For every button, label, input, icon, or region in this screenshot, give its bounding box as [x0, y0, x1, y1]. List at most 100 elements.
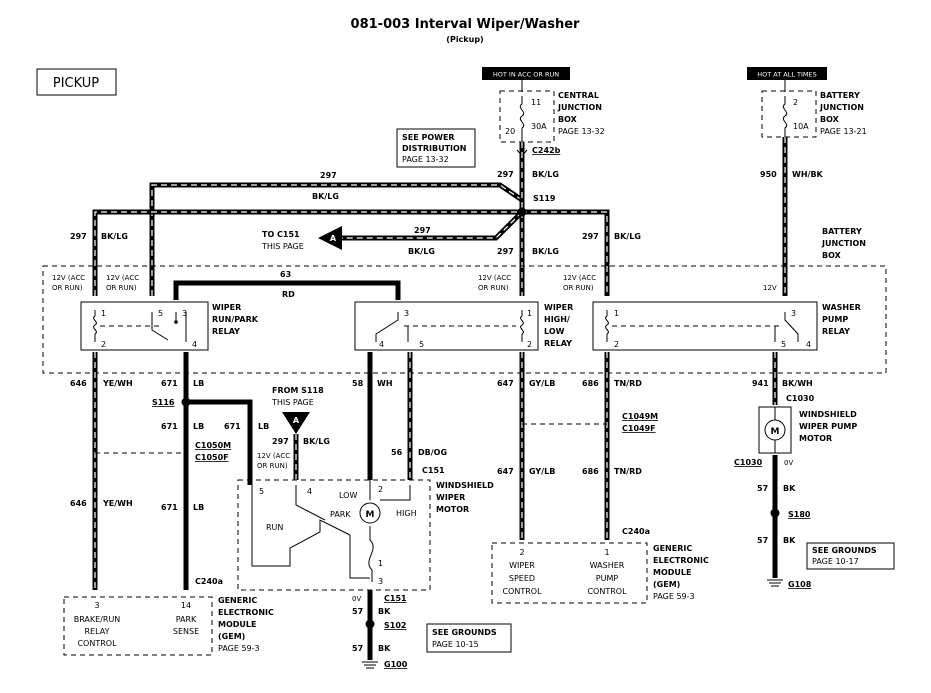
offpage-arrow-a-down-letter: A — [293, 416, 300, 425]
relay-pwr-a-2: 12V (ACC — [106, 274, 139, 282]
relay-high-low-l2: HIGH/ — [544, 315, 570, 324]
wire-gylb-label-1: GY/LB — [529, 379, 555, 388]
wire-63 — [173, 280, 401, 300]
relay-run-park-l3: RELAY — [212, 327, 240, 336]
gem-left-c1c: CONTROL — [77, 639, 117, 648]
c1030-label-bottom: C1030 — [734, 458, 763, 467]
bjb-fuse-label-1: BATTERY — [820, 91, 860, 100]
wiper-motor-l1: WINDSHIELD — [436, 481, 494, 490]
gem-right-c2a: WASHER — [590, 561, 625, 570]
gem-right-l4: (GEM) — [653, 580, 680, 589]
splice-s119: S119 — [533, 194, 556, 203]
wiper-motor-l3: MOTOR — [436, 505, 469, 514]
relay-high-low-l4: RELAY — [544, 339, 572, 348]
see-power-line1: SEE POWER — [402, 133, 455, 142]
relay-high-low-p1: 1 — [527, 309, 532, 318]
flag-hot-acc-run: HOT IN ACC OR RUN — [493, 71, 559, 79]
relay-washer-p3: 3 — [791, 309, 796, 318]
from-s118-line1: FROM S118 — [272, 386, 324, 395]
see-grounds-left-l2: PAGE 10-15 — [432, 640, 479, 649]
c151-label-bottom: C151 — [384, 594, 407, 603]
wire-ov-label-1: 0V — [352, 595, 361, 603]
relay-washer-p5: 5 — [781, 340, 786, 349]
wire-bk-label-2: BK — [378, 644, 391, 653]
wire-297-top-loop-stripe — [151, 184, 523, 296]
cjb-pin-top: 11 — [531, 98, 541, 107]
relay-run-park-p2: 2 — [101, 340, 106, 349]
see-grounds-left-box — [426, 623, 512, 653]
diagram-subtitle: (Pickup) — [446, 35, 483, 44]
wire-wh-label: WH — [377, 379, 393, 388]
wiper-motor-high: HIGH — [396, 509, 417, 518]
wire-tnrd-label-1: TN/RD — [614, 379, 642, 388]
see-grounds-left-l1: SEE GROUNDS — [432, 628, 497, 637]
wire-647-label-1: 647 — [497, 379, 514, 388]
offpage-arrow-a-left-letter: A — [330, 234, 337, 243]
washer-motor-l3: MOTOR — [799, 434, 832, 443]
ground-g108-icon — [767, 579, 783, 587]
see-power-page: PAGE 13-32 — [402, 155, 449, 164]
see-grounds-right-box — [806, 542, 895, 570]
bjb-fuse-page: PAGE 13-21 — [820, 127, 867, 136]
to-c151-line1: TO C151 — [262, 230, 300, 239]
relay-pwr-b-1: OR RUN) — [52, 284, 83, 292]
wiper-motor-l2: WIPER — [436, 493, 465, 502]
relay-pwr-b-3: OR RUN) — [478, 284, 509, 292]
gem-right-l2: ELECTRONIC — [653, 556, 709, 565]
washer-motor-l1: WINDSHIELD — [799, 410, 857, 419]
gem-right-pin1: 1 — [604, 548, 609, 557]
wire-297-to-c151-stripe — [340, 211, 523, 239]
wire-bklg-label-arrow: BK/LG — [408, 247, 435, 256]
gem-left-pin3: 3 — [94, 601, 99, 610]
wire-58-label: 58 — [352, 379, 364, 388]
wiper-motor-p5: 5 — [259, 487, 264, 496]
wire-671-label-3: 671 — [224, 422, 241, 431]
cjb-label-2: JUNCTION — [557, 103, 602, 112]
wire-671-label-1: 671 — [161, 379, 178, 388]
wire-950-label: 950 — [760, 170, 777, 179]
relay-run-park-l1: WIPER — [212, 303, 241, 312]
bjb-fuse-label-2: JUNCTION — [819, 103, 864, 112]
wire-941-label: 941 — [752, 379, 769, 388]
washer-motor-symbol — [764, 419, 786, 441]
cjb-fuse-rating: 30A — [531, 122, 547, 131]
bjb-box-line2: JUNCTION — [821, 239, 866, 248]
relay-washer-p2: 2 — [614, 340, 619, 349]
wire-whbk-label: WH/BK — [792, 170, 824, 179]
wire-686-label-1: 686 — [582, 379, 599, 388]
ground-g100: G100 — [384, 660, 408, 669]
relay-washer-coil — [605, 310, 609, 342]
relay-high-low-coil — [520, 310, 524, 342]
relay-high-low-switch — [375, 312, 409, 342]
wire-57-label-1: 57 — [352, 607, 363, 616]
c240a-label-right: C240a — [622, 527, 650, 536]
relay-pwr-a-4: 12V (ACC — [563, 274, 596, 282]
wire-dbog-label: DB/OG — [418, 448, 447, 457]
gem-left-c2b: SENSE — [173, 627, 199, 636]
wire-297-to-c151 — [340, 210, 524, 241]
wire-bklg-label-top: BK/LG — [312, 192, 339, 201]
relay-pwr-12v: 12V — [763, 284, 777, 292]
wiper-motor-run: RUN — [266, 523, 283, 532]
wire-646-label-2: 646 — [70, 499, 87, 508]
pickup-badge-frame — [36, 68, 117, 96]
washer-motor-m: M — [771, 427, 780, 437]
wire-56-label: 56 — [391, 448, 403, 457]
wire-686-label-2: 686 — [582, 467, 599, 476]
splice-s102: S102 — [384, 621, 406, 630]
relay-run-park-p5: 5 — [158, 309, 163, 318]
relay-washer-l1: WASHER — [822, 303, 861, 312]
gem-left-c1a: BRAKE/RUN — [74, 615, 121, 624]
wire-671-label-4: 671 — [161, 503, 178, 512]
c1050f-label: C1050F — [195, 453, 229, 462]
wire-646-label-1: 646 — [70, 379, 87, 388]
wire-297-label-arrow: 297 — [414, 226, 431, 235]
c1030-label-top: C1030 — [786, 394, 815, 403]
pickup-badge: PICKUP — [53, 76, 99, 91]
relay-run-park-contact — [174, 320, 178, 324]
wire-57-label-3: 57 — [757, 484, 768, 493]
wiper-motor-symbol — [359, 502, 381, 524]
wire-gylb-label-2: GY/LB — [529, 467, 555, 476]
wire-lb-label-1: LB — [193, 379, 204, 388]
